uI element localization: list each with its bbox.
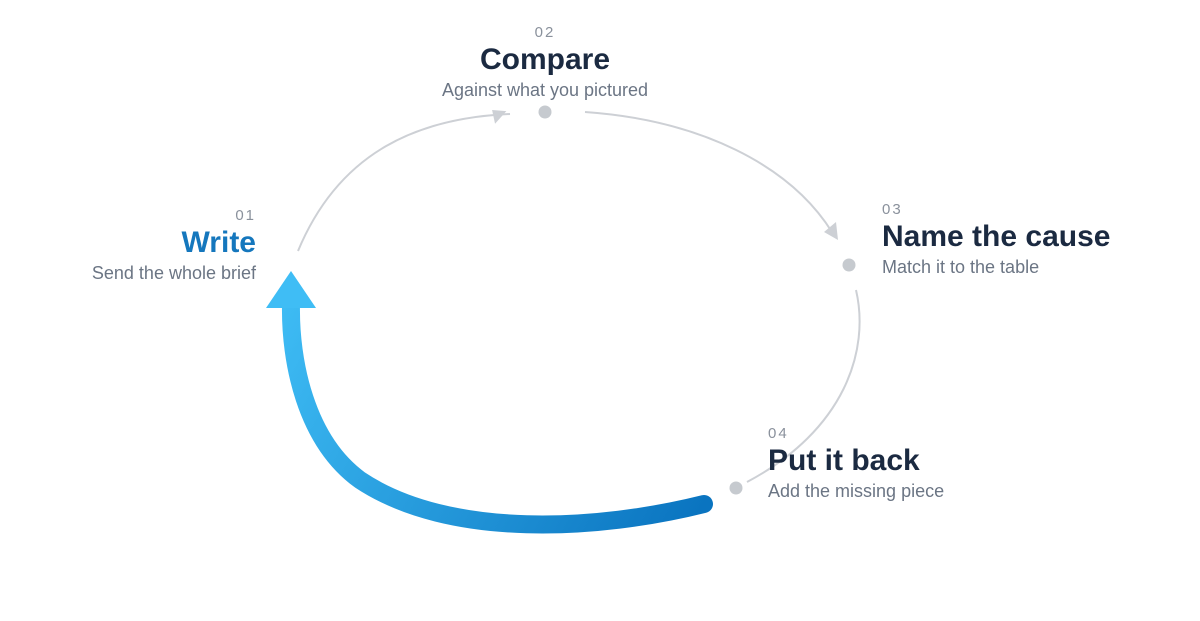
step-put-it-back: 04 Put it back Add the missing piece [768, 425, 944, 503]
step-subtitle: Against what you pictured [441, 80, 649, 100]
step-name-the-cause: 03 Name the cause Match it to the table [882, 201, 1110, 279]
step-compare: 02 Compare Against what you pictured [442, 24, 648, 102]
track-write-to-compare [297, 113, 511, 252]
step-number: 02 [534, 24, 556, 41]
step-number: 01 [235, 207, 256, 224]
node-name-the-cause [842, 258, 856, 272]
node-put-it-back [729, 481, 743, 495]
step-number: 04 [768, 425, 789, 442]
track-compare-to-name [584, 111, 833, 233]
step-title: Compare [479, 43, 611, 76]
step-write: 01 Write Send the whole brief [92, 207, 256, 285]
return-arrowhead [266, 271, 316, 308]
step-subtitle: Add the missing piece [768, 481, 945, 501]
return-arrow [281, 296, 713, 534]
step-title: Put it back [768, 444, 920, 477]
step-title: Name the cause [882, 220, 1111, 253]
track-name-to-back [746, 289, 861, 483]
track-arrowhead-name [824, 222, 838, 240]
step-subtitle: Match it to the table [882, 257, 1040, 277]
node-compare [538, 105, 552, 119]
track-arrowhead-compare [492, 110, 507, 124]
step-number: 03 [882, 201, 903, 218]
step-subtitle: Send the whole brief [91, 263, 256, 283]
step-title: Write [181, 226, 256, 259]
